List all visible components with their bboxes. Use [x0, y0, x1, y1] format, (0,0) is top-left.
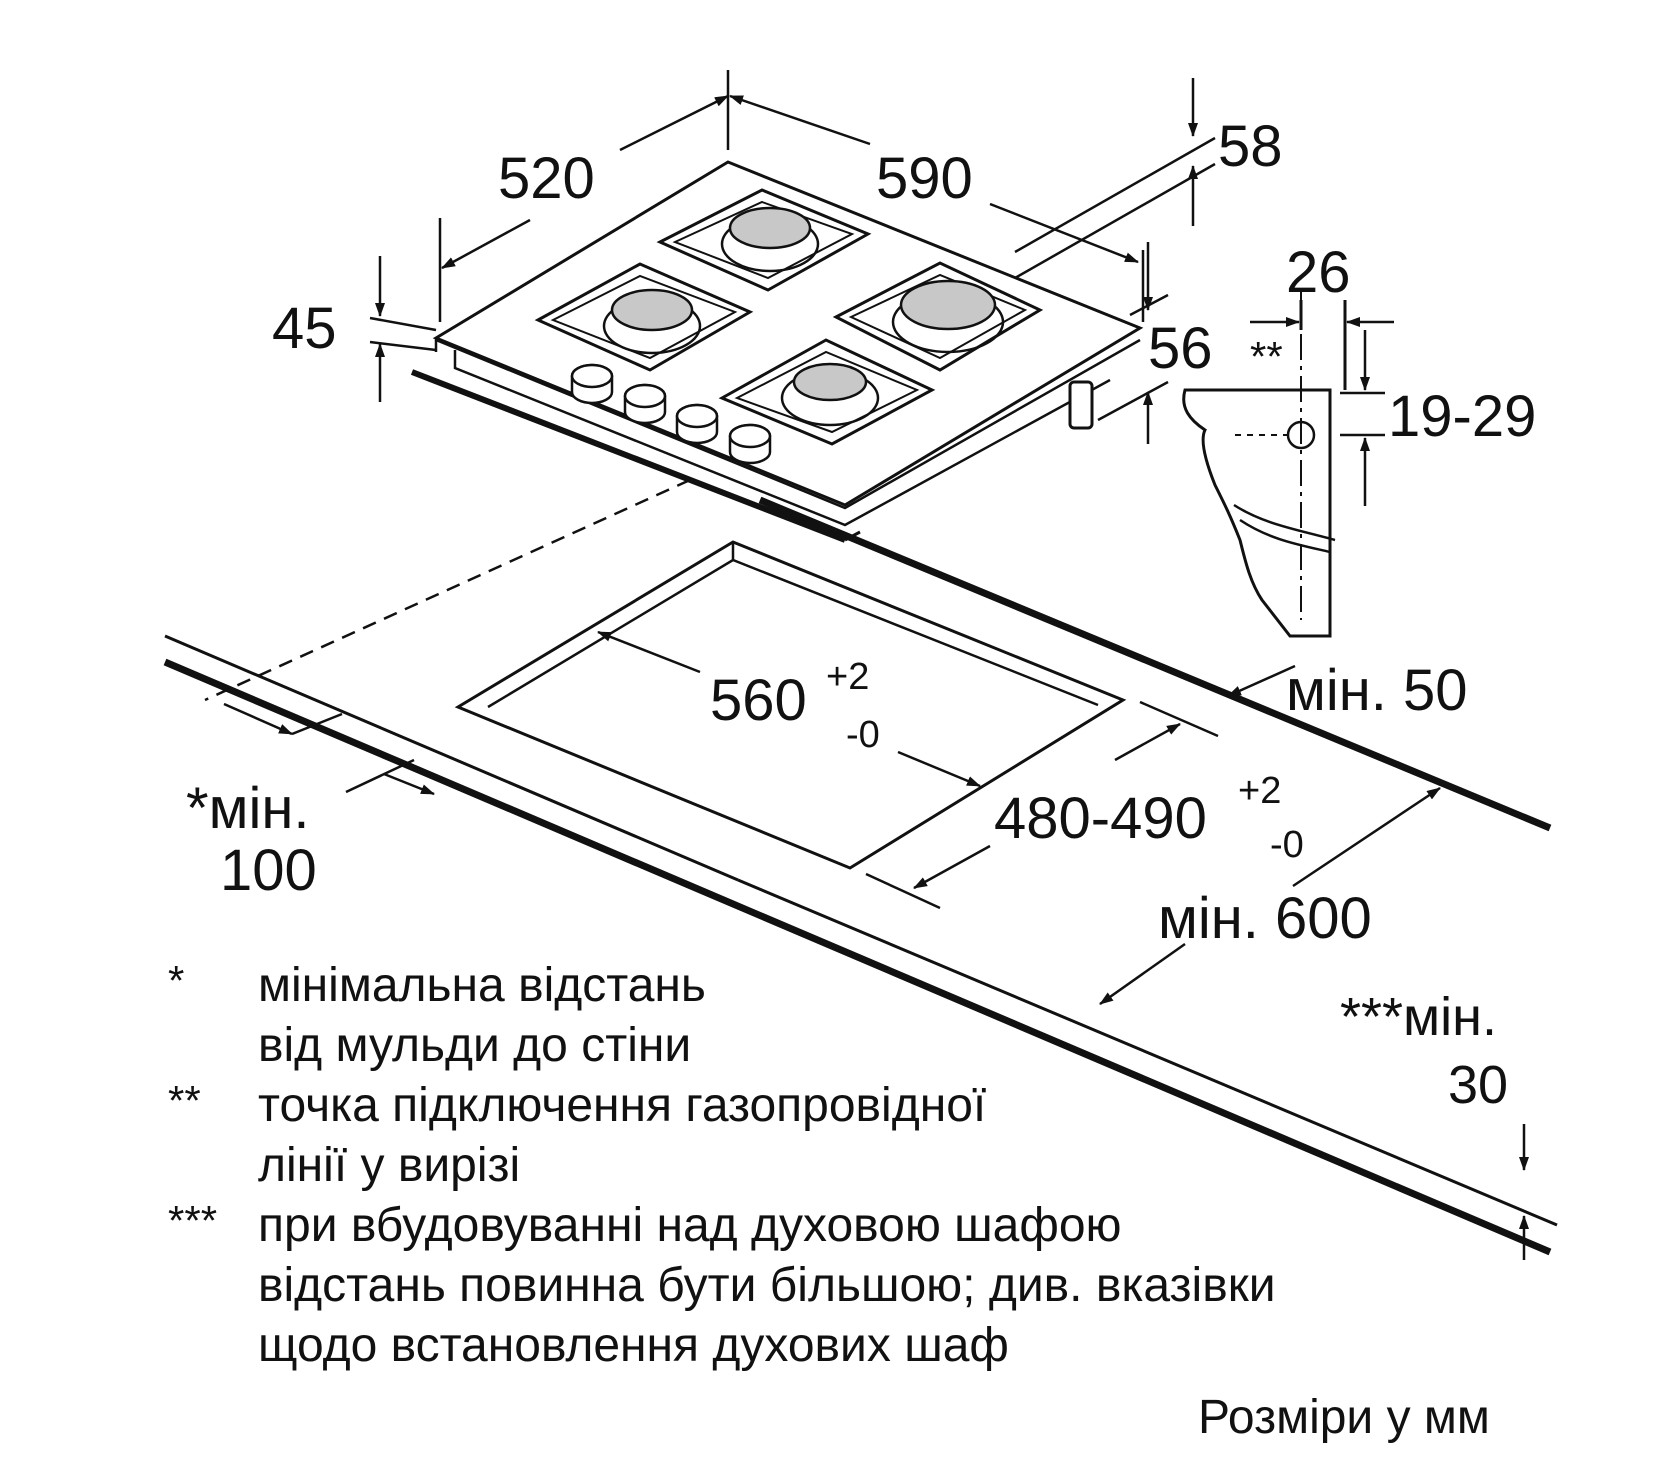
dim-cutout-depth: 480-490	[994, 786, 1207, 851]
dim-depth: 520	[498, 146, 595, 211]
dim-top-height: 58	[1218, 114, 1283, 179]
note-2-line-1: точка підключення газопровідної	[258, 1079, 987, 1132]
note-1-line-2: від мульди до стіни	[258, 1019, 692, 1072]
dim-back-min: мін. 50	[1286, 658, 1468, 723]
note-3-mark: ***	[168, 1197, 218, 1244]
dim-pipe-offset: 26	[1286, 240, 1351, 305]
burner-front-right	[780, 362, 880, 427]
countertop	[163, 478, 1558, 1256]
dim-cutout-depth-tol-plus: +2	[1238, 770, 1282, 812]
dim-cutout-width-tol-minus: -0	[846, 714, 880, 756]
note-3-line-2: відстань повинна бути більшою; див. вказ…	[258, 1259, 1276, 1312]
dim-leg-height: 56	[1148, 316, 1213, 381]
control-knobs	[570, 363, 772, 465]
note-1-mark: *	[168, 957, 185, 1004]
dim-width: 590	[876, 146, 973, 211]
units-note: Розміри у мм	[1198, 1391, 1490, 1444]
note-3-line-3: щодо встановлення духових шаф	[258, 1319, 1009, 1372]
dim-cutout-width: 560	[710, 668, 807, 733]
dim-pipe-height: 19-29	[1388, 384, 1537, 449]
dim-cutout-depth-tol-minus: -0	[1270, 824, 1304, 866]
burner-back-left	[720, 206, 820, 273]
dim-side-min-label: *мін.	[186, 776, 310, 841]
dim-front-height: 45	[272, 296, 337, 361]
dimension-lines-cutout	[223, 630, 1529, 1260]
burner-front-left	[602, 288, 702, 355]
note-1-line-1: мінімальна відстань	[258, 959, 706, 1012]
dim-below-min-label: ***мін.	[1340, 987, 1497, 1047]
note-2-line-2: лінії у вирізі	[258, 1139, 521, 1192]
note-2-mark: **	[168, 1077, 201, 1124]
dim-front-min: мін. 600	[1158, 886, 1372, 951]
dim-side-min-value: 100	[220, 838, 317, 903]
pipe-marker: **	[1250, 333, 1283, 380]
dim-below-min-value: 30	[1448, 1055, 1509, 1115]
dimension-lines-hob	[369, 70, 1216, 444]
note-3-line-1: при вбудовуванні над духовою шафою	[258, 1199, 1122, 1252]
gas-pipe-detail	[1182, 292, 1394, 638]
cutout	[454, 540, 1127, 870]
burner-back-right	[891, 279, 1005, 354]
hob	[410, 160, 1144, 543]
dim-cutout-width-tol-plus: +2	[826, 656, 870, 698]
